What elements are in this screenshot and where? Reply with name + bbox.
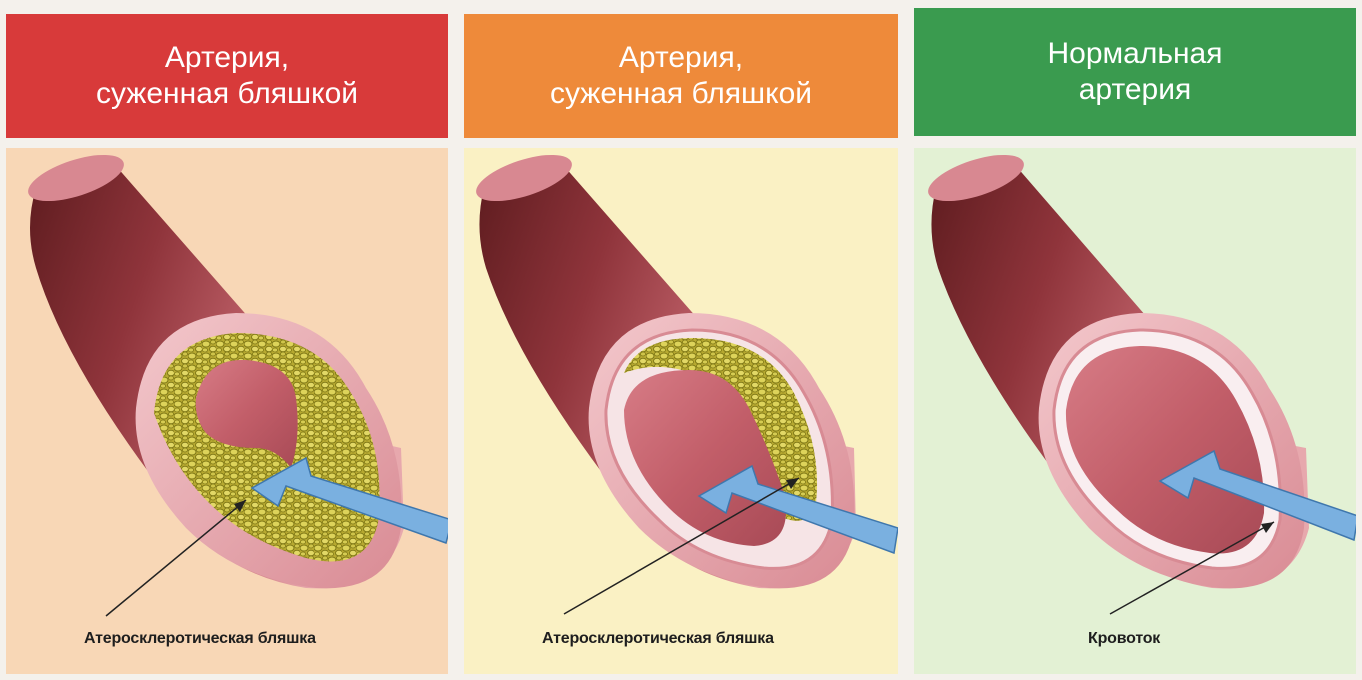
panel-illustration bbox=[464, 148, 898, 674]
panel-illustration bbox=[6, 148, 448, 674]
panel-header: Нормальная артерия bbox=[914, 8, 1356, 136]
artery-illustration bbox=[464, 148, 898, 674]
panel-title-line1: Артерия, bbox=[619, 40, 743, 76]
panel-title-line1: Артерия, bbox=[165, 40, 289, 76]
panel-title-line2: суженная бляшкой bbox=[96, 76, 358, 112]
panel-illustration bbox=[914, 148, 1356, 674]
panel-title-line2: суженная бляшкой bbox=[550, 76, 812, 112]
caption-blood-flow: Кровоток bbox=[908, 630, 1362, 648]
panel-title-line1: Нормальная bbox=[1048, 36, 1223, 72]
panel-header: Артерия, суженная бляшкой bbox=[464, 14, 898, 138]
panel-moderate-plaque: Артерия, суженная бляшкой Атеросклеротич… bbox=[458, 0, 904, 680]
caption-atherosclerotic-plaque: Атеросклеротическая бляшка bbox=[458, 630, 904, 648]
panel-title-line2: артерия bbox=[1079, 72, 1192, 108]
artery-illustration bbox=[914, 148, 1356, 674]
panel-header: Артерия, суженная бляшкой bbox=[6, 14, 448, 138]
panel-normal-artery: Нормальная артерия Кровоток bbox=[908, 0, 1362, 680]
caption-atherosclerotic-plaque: Атеросклеротическая бляшка bbox=[0, 630, 454, 648]
panel-severe-plaque: Артерия, суженная бляшкой Атеросклеротич… bbox=[0, 0, 454, 680]
artery-illustration bbox=[6, 148, 448, 674]
